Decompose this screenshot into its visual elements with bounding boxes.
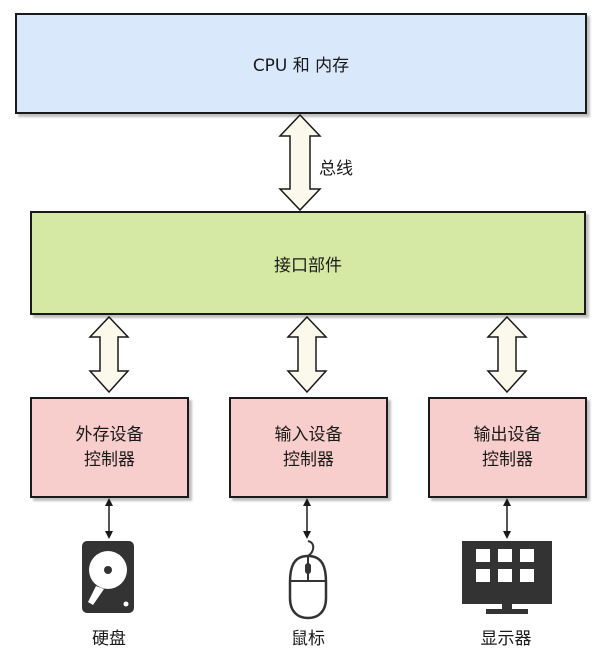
bus-double-arrow [278, 113, 322, 212]
output-controller-line2: 控制器 [482, 449, 533, 470]
mouse-icon [288, 540, 328, 620]
storage-controller-double-arrow [88, 315, 130, 394]
mouse-label: 鼠标 [291, 629, 325, 649]
cpu-memory-label: CPU 和 内存 [252, 56, 350, 76]
output-controller-line1: 输出设备 [473, 424, 542, 445]
cpu-memory-box: CPU 和 内存 [15, 13, 587, 114]
hard-disk-icon [82, 541, 134, 613]
output-controller-double-arrow [486, 315, 528, 394]
storage-controller-box: 外存设备 控制器 [30, 397, 189, 498]
input-controller-box: 输入设备 控制器 [229, 397, 388, 498]
input-controller-line2: 控制器 [283, 449, 334, 470]
interface-label: 接口部件 [274, 255, 342, 276]
monitor-label: 显示器 [480, 629, 532, 649]
storage-controller-line2: 控制器 [84, 449, 135, 470]
input-controller-line1: 输入设备 [274, 424, 343, 445]
bus-label: 总线 [319, 159, 353, 179]
monitor-icon [462, 541, 552, 614]
hard-disk-label: 硬盘 [92, 629, 126, 649]
interface-box: 接口部件 [30, 211, 586, 315]
input-controller-double-arrow [286, 315, 328, 394]
output-controller-box: 输出设备 控制器 [428, 397, 587, 498]
storage-controller-line1: 外存设备 [75, 424, 144, 445]
